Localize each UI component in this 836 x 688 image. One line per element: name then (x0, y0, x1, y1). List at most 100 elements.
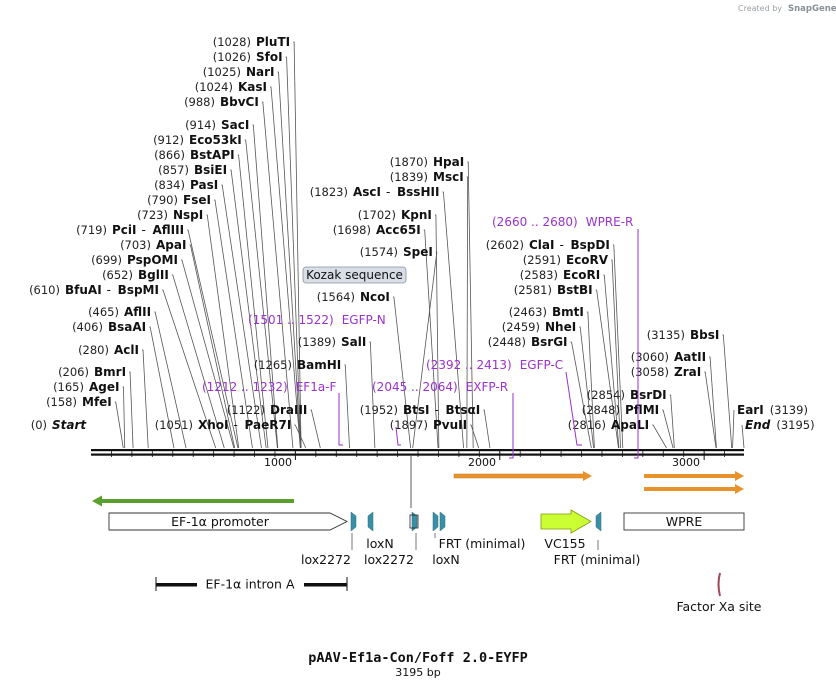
site-name: BsaAI (108, 320, 146, 334)
site-kpni[interactable]: (1702)KpnI (358, 208, 432, 222)
site-end[interactable]: (3195)End (745, 418, 815, 432)
site-spei[interactable]: (1574)SpeI (360, 245, 433, 259)
primer-binding-marks (338, 229, 639, 459)
frt-site-2 (595, 511, 602, 532)
site-position: (719) (76, 223, 107, 237)
site-eari[interactable]: (3139)EarI (737, 403, 808, 417)
site-leader (467, 161, 474, 449)
site-bfuai[interactable]: (610)BfuAI-BspMI (29, 283, 159, 297)
site-bstapi[interactable]: (866)BstAPI (154, 148, 235, 162)
site-bsrdi[interactable]: (2854)BsrDI (587, 388, 667, 402)
site-name: SalI (341, 335, 366, 349)
ef1a-intron-feature[interactable]: EF-1α intron A (155, 577, 348, 592)
site-bmri[interactable]: (206)BmrI (58, 365, 126, 379)
site-nari[interactable]: (1025)NarI (203, 65, 275, 79)
site-leader (483, 409, 491, 449)
site-draiii[interactable]: (1122)DraIII (227, 403, 308, 417)
site-leader (277, 71, 301, 449)
site-name: NarI (246, 65, 275, 79)
site-ncoi[interactable]: (1564)NcoI (317, 290, 390, 304)
site-fsei[interactable]: (790)FseI (147, 193, 211, 207)
site-bbvci[interactable]: (988)BbvCI (184, 95, 259, 109)
site-nspi[interactable]: (723)NspI (137, 208, 203, 222)
site-bamhi[interactable]: (1265)BamHI (254, 358, 342, 372)
site-ecori[interactable]: (2583)EcoRI (520, 268, 601, 282)
kozak-sequence-feature[interactable]: Kozak sequence (302, 266, 407, 284)
site-name: BsrDI (630, 388, 667, 402)
site-acc65i[interactable]: (1698)Acc65I (333, 223, 421, 237)
site-name: ClaI (529, 238, 554, 252)
site-agei[interactable]: (165)AgeI (53, 380, 119, 394)
site-saci[interactable]: (914)SacI (185, 118, 249, 132)
site-msci[interactable]: (1839)MscI (390, 170, 464, 184)
site-pvuii[interactable]: (1897)PvuII (390, 418, 467, 432)
loxn-site-2 (432, 511, 439, 532)
site-leader (261, 101, 294, 449)
site-position: (790) (147, 193, 178, 207)
site-pcii[interactable]: (719)PciI-AflIII (76, 223, 184, 237)
site-ecorv[interactable]: (2591)EcoRV (523, 253, 609, 267)
site-bglii[interactable]: (652)BglII (102, 268, 169, 282)
site-bsrgi[interactable]: (2448)BsrGI (488, 335, 568, 349)
site-name-secondary: PaeR7I (245, 418, 292, 432)
site-sali[interactable]: (1389)SalI (298, 335, 367, 349)
primer-wpre-r[interactable]: (2660 .. 2680)WPRE-R (492, 215, 633, 229)
vc155-feature[interactable] (540, 509, 592, 534)
primer-ef1a-f[interactable]: (1212 .. 1232)EF1a-F (202, 380, 337, 394)
site-position: (206) (58, 365, 89, 379)
green-reverse-arrow[interactable] (92, 495, 294, 507)
factor-xa-feature[interactable]: Factor Xa site (676, 572, 762, 614)
site-start[interactable]: (0)Start (31, 418, 88, 432)
site-apali[interactable]: (2816)ApaLI (568, 418, 649, 432)
site-bsaai[interactable]: (406)BsaAI (72, 320, 146, 334)
site-xhoi[interactable]: (1051)XhoI-PaeR7I (155, 418, 292, 432)
site-leader (570, 341, 592, 449)
site-bbsi[interactable]: (3135)BbsI (647, 328, 720, 342)
site-name: HpaI (433, 155, 464, 169)
site-pluti[interactable]: (1028)PluTI (213, 35, 290, 49)
site-name: SfoI (256, 50, 283, 64)
site-apai[interactable]: (703)ApaI (120, 238, 186, 252)
site-nhei[interactable]: (2459)NheI (502, 320, 576, 334)
reading-frame-marker (409, 514, 419, 529)
site-leader (344, 364, 350, 449)
site-pasi[interactable]: (834)PasI (154, 178, 218, 192)
site-acli[interactable]: (280)AclI (78, 343, 139, 357)
site-zrai[interactable]: (3058)ZraI (631, 365, 701, 379)
ef1a-promoter-feature[interactable]: EF-1α promoter (108, 512, 349, 531)
site-position: (1564) (317, 290, 355, 304)
ef1a-intron-label: EF-1α intron A (205, 577, 294, 592)
site-kasi[interactable]: (1024)KasI (195, 80, 267, 94)
site-pflmi[interactable]: (2848)PflMI (582, 403, 659, 417)
site-aatii[interactable]: (3060)AatII (631, 350, 706, 364)
wpre-feature[interactable]: WPRE (623, 512, 745, 531)
primer-egfp-n[interactable]: (1501 .. 1522)EGFP-N (248, 313, 386, 327)
site-mfei[interactable]: (158)MfeI (46, 395, 112, 409)
site-leader (369, 341, 376, 449)
site-position: (1265) (254, 358, 292, 372)
site-asci[interactable]: (1823)AscI-BssHII (310, 185, 440, 199)
site-eco53ki[interactable]: (912)Eco53kI (153, 133, 242, 147)
site-separator: - (107, 283, 111, 297)
primer-exfp-r[interactable]: (2045 .. 2064)EXFP-R (372, 380, 508, 394)
site-name: AgeI (89, 380, 119, 394)
site-bsiei[interactable]: (857)BsiEI (158, 163, 227, 177)
site-name: EcoRI (563, 268, 600, 282)
orange-arrow-3[interactable] (644, 484, 744, 494)
site-position: (3139) (770, 403, 808, 417)
site-sfoi[interactable]: (1026)SfoI (213, 50, 283, 64)
site-bmti[interactable]: (2463)BmtI (509, 305, 584, 319)
site-separator: - (234, 418, 238, 432)
site-name: BstAPI (190, 148, 235, 162)
site-pspomi[interactable]: (699)PspOMI (91, 253, 178, 267)
primer-range: (2392 .. 2413) (426, 358, 512, 372)
orange-arrow-2[interactable] (644, 471, 744, 481)
primer-egfp-c[interactable]: (2392 .. 2413)EGFP-C (426, 358, 563, 372)
site-aflii[interactable]: (465)AflII (88, 305, 151, 319)
site-hpai[interactable]: (1870)HpaI (390, 155, 464, 169)
site-bstbi[interactable]: (2581)BstBI (514, 283, 593, 297)
site-clai[interactable]: (2602)ClaI-BspDI (486, 238, 610, 252)
site-btsi[interactable]: (1952)BtsI-BtsαI (360, 403, 480, 417)
orange-arrow-1[interactable] (453, 471, 592, 481)
primer-range: (1501 .. 1522) (248, 313, 334, 327)
